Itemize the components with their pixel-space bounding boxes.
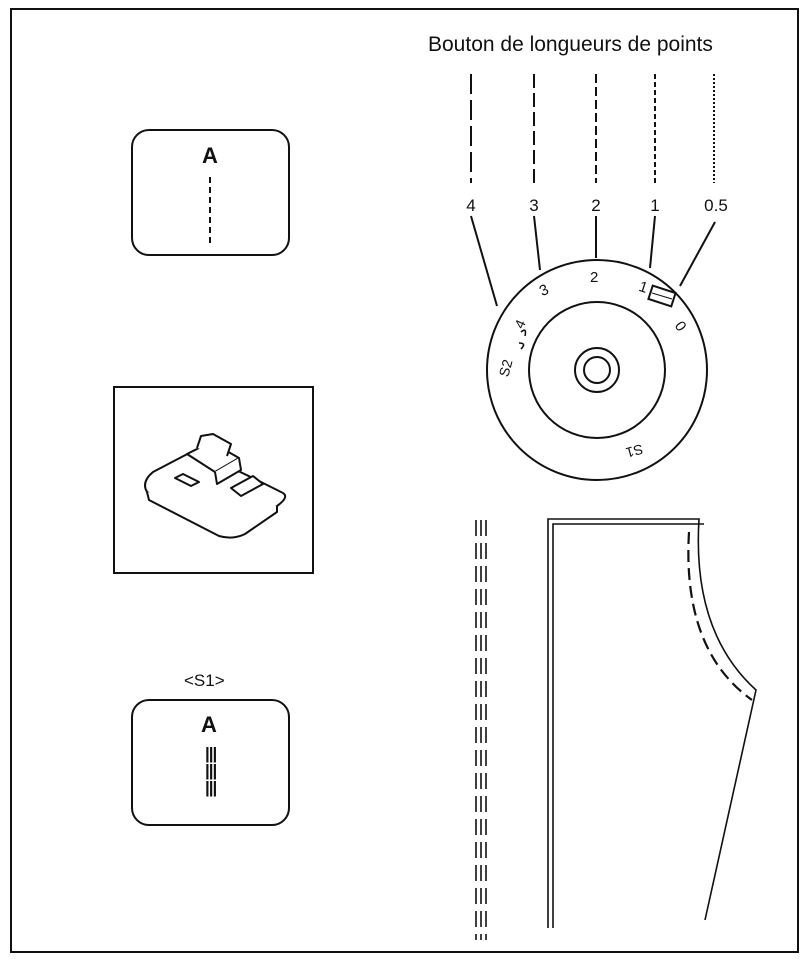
seam-dashed <box>687 531 753 701</box>
triple-stitch-line: ||||||||| <box>205 744 217 797</box>
fabric-outline <box>547 518 757 928</box>
presser-foot-box <box>113 386 314 574</box>
pattern-box-straight: A <box>131 129 290 256</box>
dial-outer-ring <box>486 259 708 481</box>
dial-mark-2: 2 <box>590 269 599 286</box>
dial-title: Bouton de longueurs de points <box>428 33 713 56</box>
fabric-edge-inner <box>552 523 704 928</box>
dial-knob-inner <box>583 356 611 384</box>
straight-stitch-line <box>209 177 211 243</box>
pattern-box-triple: A ||||||||| <box>131 699 290 826</box>
mode-label-s1: <S1> <box>184 671 225 690</box>
buttonhole-mark-icon <box>647 284 677 308</box>
stitch-length-label-3: 3 <box>529 196 539 215</box>
stitch-length-label-2: 2 <box>591 196 601 215</box>
stitch-length-label-0-5: 0.5 <box>704 196 728 215</box>
dial-inner-ring <box>528 301 666 439</box>
triple-stitch-column <box>475 520 487 940</box>
dial-knob-outer <box>574 347 620 393</box>
page-frame <box>10 8 799 953</box>
stitch-length-label-4: 4 <box>466 196 476 215</box>
stitch-length-label-1: 1 <box>650 196 660 215</box>
pattern-letter: A <box>201 712 217 737</box>
leader-4 <box>470 215 498 307</box>
pattern-letter: A <box>202 143 218 168</box>
leader-1 <box>649 215 656 269</box>
presser-foot-icon <box>144 433 287 539</box>
leader-3 <box>533 215 541 271</box>
leader-0-5 <box>679 221 716 287</box>
